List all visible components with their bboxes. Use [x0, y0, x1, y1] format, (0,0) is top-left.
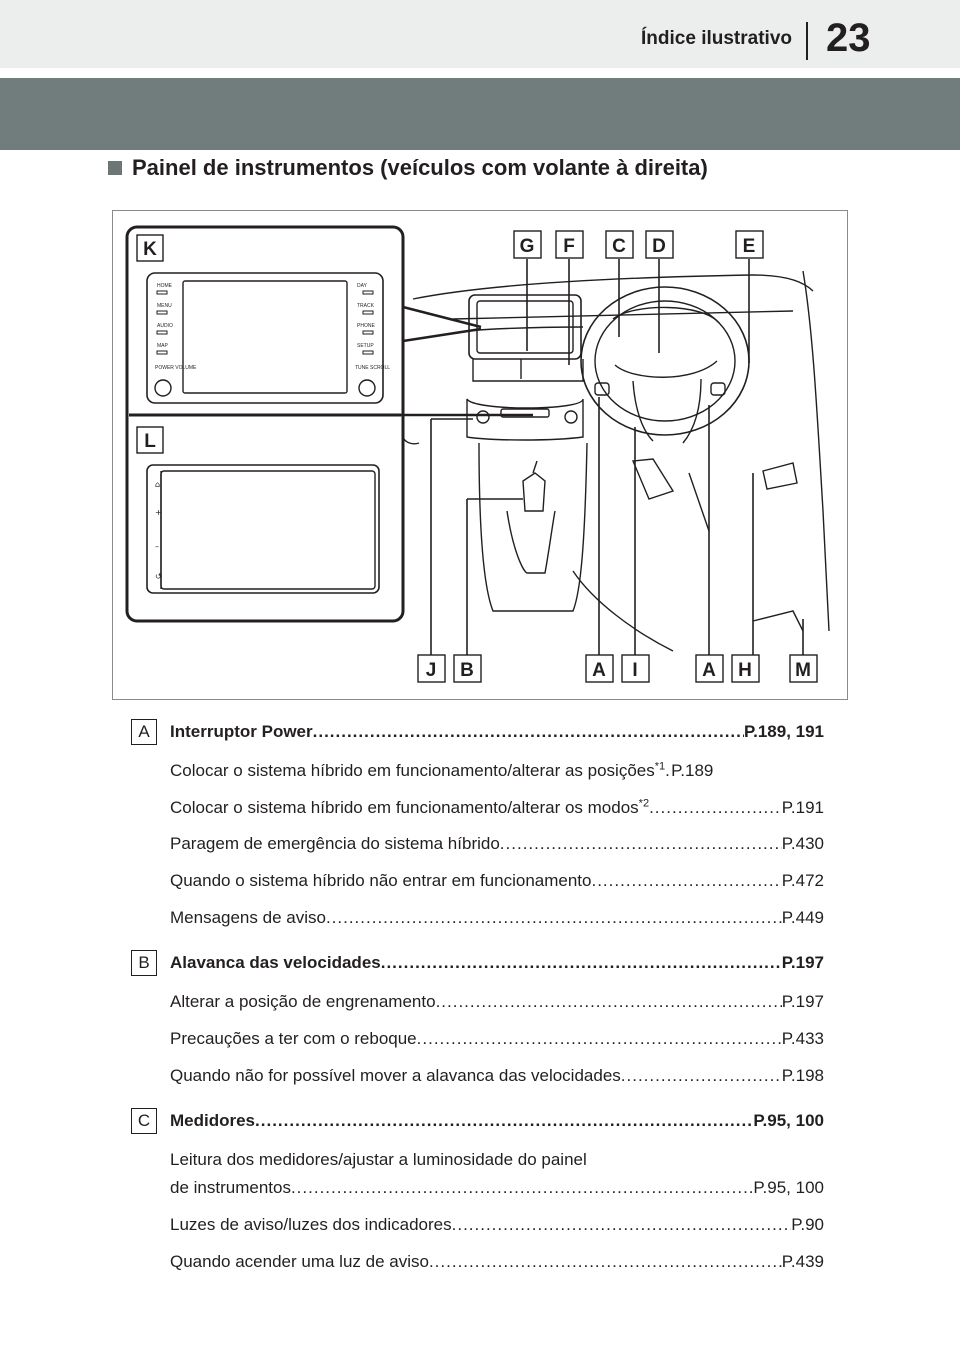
label-b: B: [460, 660, 474, 681]
dashboard-drawing: K L G F C D E J B A I A H M: [125, 225, 830, 683]
label-m: M: [795, 660, 811, 681]
screen-button-audio: AUDIO: [157, 323, 173, 329]
marker-c: C: [131, 1108, 157, 1134]
header-divider: [806, 22, 808, 60]
entry-title: Alavanca das velocidadesP.197: [170, 953, 824, 973]
screen-button-menu: MENU: [157, 303, 172, 309]
screen-button-phone: PHONE: [357, 323, 375, 329]
entry-item-continued: de instrumentosP.95, 100: [170, 1178, 824, 1198]
label-h: H: [738, 660, 752, 681]
entry-item: Precauções a ter com o reboqueP.433: [170, 1029, 824, 1049]
label-j: J: [426, 660, 437, 681]
label-box-l: [136, 426, 164, 454]
screen-button-tune-scroll: TUNE SCROLL: [355, 365, 390, 371]
back-icon: ↺: [155, 572, 162, 581]
entry-item: Colocar o sistema híbrido em funcionamen…: [170, 761, 824, 781]
plus-icon: +: [155, 508, 162, 517]
heading-text: Painel de instrumentos (veículos com vol…: [132, 155, 708, 180]
dashboard-illustration: K L G F C D E J B A I A H M: [112, 210, 848, 700]
label-l: L: [144, 431, 156, 452]
entry-item: Leitura dos medidores/ajustar a luminosi…: [170, 1150, 587, 1169]
section-title: Índice ilustrativo: [641, 28, 792, 49]
entry-title: Interruptor PowerP.189, 191: [170, 722, 824, 742]
page-header: Índice ilustrativo 23: [0, 0, 960, 68]
entry-item: Quando o sistema híbrido não entrar em f…: [170, 871, 824, 891]
entry-item: Mensagens de avisoP.449: [170, 908, 824, 928]
entry-title: MedidoresP.95, 100: [170, 1111, 824, 1131]
page-number: 23: [826, 16, 871, 60]
entry-item: Alterar a posição de engrenamentoP.197: [170, 992, 824, 1012]
entry-item: Quando não for possível mover a alavanca…: [170, 1066, 824, 1086]
screen-button-power-volume: POWER VOLUME: [155, 365, 197, 371]
entry-item: Colocar o sistema híbrido em funcionamen…: [170, 798, 824, 818]
label-g: G: [520, 236, 535, 257]
label-c: C: [612, 236, 626, 257]
label-i: I: [632, 660, 637, 681]
label-f: F: [563, 236, 575, 257]
entry-item: Paragem de emergência do sistema híbrido…: [170, 834, 824, 854]
label-e: E: [743, 236, 756, 257]
entry-item: Quando acender uma luz de avisoP.439: [170, 1252, 824, 1272]
label-k: K: [143, 239, 157, 260]
screen-button-day: DAY: [357, 283, 368, 289]
marker-a: A: [131, 719, 157, 745]
home-icon: ⌂: [155, 480, 160, 489]
label-a-right: A: [702, 660, 716, 681]
entry-item: Luzes de aviso/luzes dos indicadoresP.90: [170, 1215, 824, 1235]
screen-button-home: HOME: [157, 283, 173, 289]
label-d: D: [652, 236, 666, 257]
display-inset-frame: [125, 225, 405, 623]
screen-button-track: TRACK: [357, 303, 375, 309]
label-box-k: [136, 234, 164, 262]
header-band: [0, 78, 960, 150]
section-heading: Painel de instrumentos (veículos com vol…: [108, 155, 708, 181]
screen-button-map: MAP: [157, 343, 169, 349]
label-a-left: A: [592, 660, 606, 681]
minus-icon: –: [155, 542, 159, 551]
screen-button-setup: SETUP: [357, 343, 374, 349]
square-bullet-icon: [108, 161, 122, 175]
marker-b: B: [131, 950, 157, 976]
